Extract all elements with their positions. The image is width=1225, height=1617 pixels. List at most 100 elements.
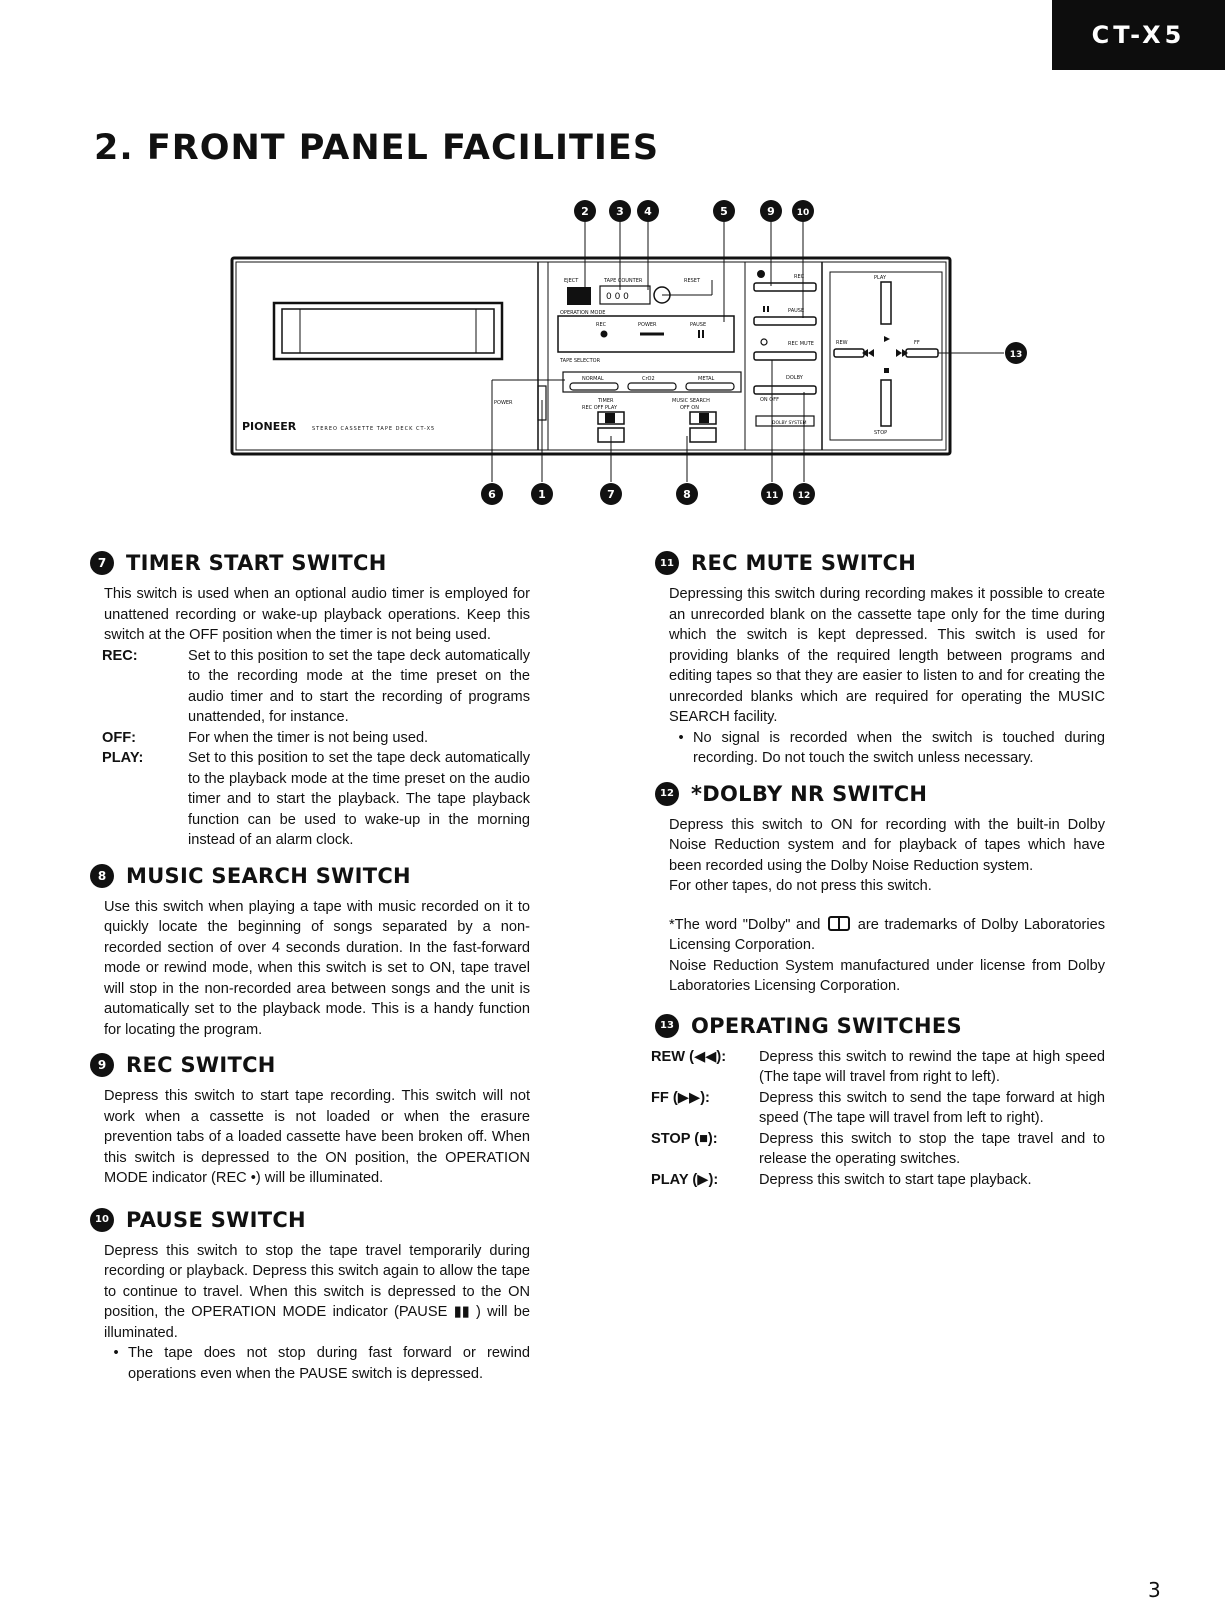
front-panel-diagram: PIONEER STEREO CASSETTE TAPE DECK CT-X5 … xyxy=(230,200,1027,505)
section-number-badge: 10 xyxy=(90,1207,114,1232)
section-music-search: 8 MUSIC SEARCH SWITCH Use this switch wh… xyxy=(90,861,530,1041)
definition-term: REW (◀◀): xyxy=(651,1048,727,1065)
bullet-text: No signal is recorded when the switch is… xyxy=(693,729,1105,767)
bullet-dot: • xyxy=(113,1345,119,1361)
callout-1: 1 xyxy=(538,488,546,501)
panel-power-switch-label: POWER xyxy=(494,400,513,406)
section-body: Depressing this switch during recording … xyxy=(669,586,1105,725)
panel-eject-label: EJECT xyxy=(564,278,579,284)
section-header: 13 OPERATING SWITCHES xyxy=(655,1011,1105,1041)
section-title: OPERATING SWITCHES xyxy=(691,1013,962,1038)
definition-item: REC: Set to this position to set the tap… xyxy=(102,646,530,728)
section-title: REC MUTE SWITCH xyxy=(691,551,917,575)
definition-list: REC: Set to this position to set the tap… xyxy=(102,646,530,851)
bullet-item: • No signal is recorded when the switch … xyxy=(669,728,1105,769)
callout-13: 13 xyxy=(1010,350,1023,360)
section-number-badge: 12 xyxy=(655,781,679,806)
definition-desc: For when the timer is not being used. xyxy=(188,729,429,746)
definition-item: REW (◀◀): Depress this switch to rewind … xyxy=(651,1047,1105,1088)
panel-dolby-system: DOLBY SYSTEM xyxy=(772,420,807,426)
bullet-item: • The tape does not stop during fast for… xyxy=(104,1343,530,1384)
callout-10: 10 xyxy=(797,208,810,218)
definition-item: PLAY (▶): Depress this switch to start t… xyxy=(651,1170,1105,1191)
definition-term: REC: xyxy=(102,647,138,664)
section-rec: 9 REC SWITCH Depress this switch to star… xyxy=(90,1050,530,1189)
panel-cro2-label: CrO2 xyxy=(642,376,655,382)
panel-dolby-on-off: ON OFF xyxy=(760,397,779,403)
trademark-note: *The word "Dolby" and are trademarks of … xyxy=(669,915,1105,956)
panel-pause-button-label: PAUSE xyxy=(788,308,804,314)
callout-9: 9 xyxy=(767,205,775,218)
page-number: 3 xyxy=(1148,1578,1161,1602)
section-body: Depress this switch to stop the tape tra… xyxy=(104,1242,530,1341)
section-title: TIMER START SWITCH xyxy=(126,551,387,575)
definition-term: OFF: xyxy=(102,729,137,746)
callout-6: 6 xyxy=(488,488,496,501)
panel-rec-indicator: REC xyxy=(596,322,607,328)
section-title: PAUSE SWITCH xyxy=(126,1207,306,1232)
section-number-badge: 11 xyxy=(655,551,679,575)
panel-metal-label: METAL xyxy=(698,376,715,382)
section-number-badge: 7 xyxy=(90,551,114,575)
bullet-dot: • xyxy=(678,729,684,746)
callout-11: 11 xyxy=(766,491,779,501)
definition-desc: Depress this switch to start tape playba… xyxy=(759,1171,1032,1188)
definition-term: PLAY (▶): xyxy=(651,1171,719,1188)
left-column: 7 TIMER START SWITCH This switch is used… xyxy=(90,548,530,1394)
callout-8: 8 xyxy=(683,488,691,501)
section-number-badge: 13 xyxy=(655,1013,679,1038)
trademark-text-pre: *The word "Dolby" and xyxy=(669,916,821,933)
section-dolby-nr: 12 *DOLBY NR SWITCH Depress this switch … xyxy=(655,779,1105,997)
bullet-text: The tape does not stop during fast forwa… xyxy=(128,1345,530,1382)
section-pause: 10 PAUSE SWITCH Depress this switch to s… xyxy=(90,1205,530,1385)
section-header: 7 TIMER START SWITCH xyxy=(90,548,530,578)
section-body-note: For other tapes, do not press this switc… xyxy=(669,878,932,894)
callout-12: 12 xyxy=(798,491,811,501)
panel-pause-indicator: PAUSE xyxy=(690,322,706,328)
definition-item: FF (▶▶): Depress this switch to send the… xyxy=(651,1088,1105,1129)
section-title: *DOLBY NR SWITCH xyxy=(691,781,928,806)
definition-term: STOP (■): xyxy=(651,1130,718,1147)
section-title: REC SWITCH xyxy=(126,1053,276,1077)
callout-5: 5 xyxy=(720,205,728,218)
section-header: 10 PAUSE SWITCH xyxy=(90,1205,530,1235)
trademark-text-post: are trademarks of Dolby Laboratories Lic… xyxy=(669,916,1105,954)
right-column: 11 REC MUTE SWITCH Depressing this switc… xyxy=(651,548,1105,1200)
callout-4: 4 xyxy=(644,205,652,218)
definition-item: PLAY: Set to this position to set the ta… xyxy=(102,748,530,851)
section-body: Depress this switch to start tape record… xyxy=(104,1088,530,1186)
section-header: 12 *DOLBY NR SWITCH xyxy=(655,779,1105,809)
panel-tape-selector-label: TAPE SELECTOR xyxy=(559,358,601,364)
section-timer-start: 7 TIMER START SWITCH This switch is used… xyxy=(90,548,530,851)
panel-rec-mute-label: REC MUTE xyxy=(788,341,814,347)
section-operating: 13 OPERATING SWITCHES REW (◀◀): Depress … xyxy=(651,1011,1105,1191)
definition-desc: Depress this switch to stop the tape tra… xyxy=(759,1130,1105,1168)
page-title: 2. FRONT PANEL FACILITIES xyxy=(94,128,660,168)
double-d-logo-icon xyxy=(828,915,851,931)
panel-normal-label: NORMAL xyxy=(582,376,604,382)
definition-desc: Depress this switch to rewind the tape a… xyxy=(759,1048,1105,1086)
panel-ff-label: FF xyxy=(914,340,920,346)
section-title: MUSIC SEARCH SWITCH xyxy=(126,863,411,888)
panel-stop-label: STOP xyxy=(874,430,887,436)
panel-dolby-label: DOLBY xyxy=(786,375,804,381)
section-number-badge: 9 xyxy=(90,1053,114,1077)
callout-2: 2 xyxy=(581,205,589,218)
definition-desc: Set to this position to set the tape dec… xyxy=(188,750,530,848)
panel-counter-digits: 0 0 0 xyxy=(606,292,629,302)
panel-opmode-label: OPERATION MODE xyxy=(560,310,605,316)
section-number-badge: 8 xyxy=(90,863,114,888)
panel-music-search-label: MUSIC SEARCH xyxy=(672,398,710,404)
section-header: 11 REC MUTE SWITCH xyxy=(655,548,1105,578)
section-header: 9 REC SWITCH xyxy=(90,1050,530,1080)
definition-desc: Depress this switch to send the tape for… xyxy=(759,1089,1105,1127)
panel-rec-button-label: REC xyxy=(794,274,805,280)
callout-3: 3 xyxy=(616,205,624,218)
definition-item: STOP (■): Depress this switch to stop th… xyxy=(651,1129,1105,1170)
panel-subtitle: STEREO CASSETTE TAPE DECK CT-X5 xyxy=(312,426,435,432)
panel-reset-label: RESET xyxy=(684,278,701,284)
section-body: Use this switch when playing a tape with… xyxy=(104,898,530,1038)
definition-list: REW (◀◀): Depress this switch to rewind … xyxy=(651,1047,1105,1191)
definition-item: OFF: For when the timer is not being use… xyxy=(102,728,530,749)
section-body: Depress this switch to ON for recording … xyxy=(669,816,1105,874)
